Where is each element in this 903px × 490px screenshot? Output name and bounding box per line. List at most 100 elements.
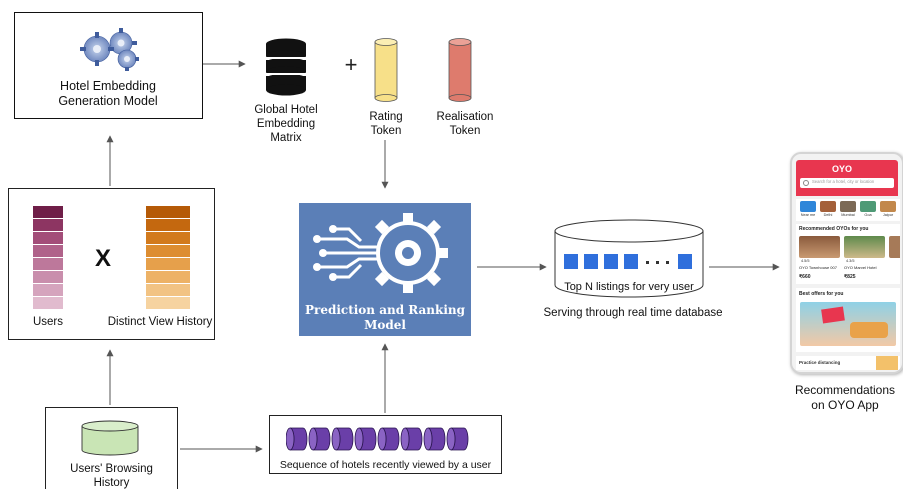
history-stack-row [146, 206, 190, 219]
hotel-photo-1 [799, 236, 840, 258]
viewed-hotels-row [285, 427, 486, 451]
ranking-model-label: Prediction and Ranking Model [304, 303, 466, 332]
users-stack-row [33, 219, 63, 232]
offer-badge [821, 306, 845, 324]
viewed-hotel-item [331, 427, 354, 451]
hotel-card-3-partial [889, 236, 900, 258]
city-label: Near me [800, 213, 816, 217]
realisation-token-label: Realisation Token [436, 111, 494, 137]
viewed-sequence-box: Sequence of hotels recently viewed by a … [269, 415, 502, 474]
plus-icon: + [344, 52, 358, 77]
city-label: Delhi [823, 213, 833, 217]
listing-square [678, 254, 692, 269]
viewed-hotel-item [446, 427, 469, 451]
database-label: Top N listings for very user [564, 281, 694, 293]
users-label: Users [32, 316, 64, 328]
viewed-hotel-icons [285, 427, 469, 451]
history-stack-row [146, 245, 190, 258]
users-stack-row [33, 284, 63, 297]
rating-token-label: Rating Token [369, 111, 403, 137]
city-thumbnail [880, 201, 896, 212]
realisation-token-icon [448, 38, 472, 102]
history-stack-row [146, 232, 190, 245]
listing-row [564, 254, 694, 270]
viewed-hotel-item [308, 427, 331, 451]
city-item[interactable]: Goa [859, 201, 877, 221]
app-search-input[interactable]: Search for a hotel, city or location [800, 178, 894, 188]
hotel-card-1[interactable]: 4.5/5 OYO Townhouse 007 ₹660 [799, 236, 840, 281]
city-thumbnail [840, 201, 856, 212]
viewed-sequence-label: Sequence of hotels recently viewed by a … [279, 459, 492, 471]
users-stack-row [33, 258, 63, 271]
listing-square [564, 254, 578, 269]
history-stack-row [146, 297, 190, 310]
users-stack-row [33, 232, 63, 245]
gear-circuit-icon [313, 213, 448, 293]
hotel-name-2: OYO Marvel Hotel [844, 265, 877, 270]
city-item[interactable]: Jaipur [879, 201, 897, 221]
viewed-hotel-item [354, 427, 377, 451]
oyo-logo: OYO [832, 164, 853, 174]
viewed-hotel-item [285, 427, 308, 451]
hotel-name-1: OYO Townhouse 007 [799, 265, 837, 270]
city-label: Goa [864, 213, 872, 217]
distinct-view-history-label: Distinct View History [107, 316, 213, 328]
history-stack-row [146, 219, 190, 232]
city-thumbnail [860, 201, 876, 212]
hotel-price-2: ₹825 [844, 274, 856, 280]
users-stack [33, 206, 63, 310]
browsing-database-icon [81, 420, 139, 456]
city-label: Jaipur [882, 213, 894, 217]
embedding-matrix-label: Global Hotel Embedding Matrix [254, 104, 318, 144]
database-caption: Serving through real time database [543, 307, 723, 319]
viewed-hotel-item [423, 427, 446, 451]
users-stack-row [33, 206, 63, 219]
city-item[interactable]: Delhi [819, 201, 837, 221]
recommended-title: Recommended OYOs for you [799, 226, 869, 232]
city-label: Mumbai [841, 213, 855, 217]
user-history-matrix-box: X Users Distinct View History [8, 188, 215, 340]
cross-symbol: X [95, 245, 112, 272]
browsing-history-label: Users' Browsing History [70, 463, 153, 489]
app-caption: Recommendations on OYO App [794, 383, 896, 412]
embedding-model-box: Hotel Embedding Generation Model [14, 12, 203, 119]
hotel-photo-2 [844, 236, 885, 258]
city-thumbnail [800, 201, 816, 212]
listing-square [584, 254, 598, 269]
browsing-history-box: Users' Browsing History [45, 407, 178, 489]
history-stack [146, 206, 190, 310]
history-stack-row [146, 271, 190, 284]
app-header: OYO Search for a hotel, city or location [796, 160, 898, 196]
gears-icon [80, 28, 139, 71]
offers-title: Best offers for you [799, 291, 844, 297]
history-stack-row [146, 284, 190, 297]
users-stack-row [33, 297, 63, 310]
search-icon [803, 180, 809, 186]
bottom-banner-image [876, 356, 898, 370]
offer-van [850, 322, 888, 338]
offer-banner[interactable] [800, 302, 896, 346]
viewed-hotel-item [400, 427, 423, 451]
city-item[interactable]: Mumbai [839, 201, 857, 221]
ranking-model-box: Prediction and Ranking Model [299, 203, 471, 336]
listing-square [604, 254, 618, 269]
recommended-section: Recommended OYOs for you 4.5/5 OYO Townh… [796, 224, 900, 284]
history-stack-row [146, 258, 190, 271]
users-stack-row [33, 245, 63, 258]
ellipsis-dot [666, 261, 669, 264]
oyo-app-phone: OYO Search for a hotel, city or location… [790, 152, 903, 374]
embedding-model-label: Hotel Embedding Generation Model [58, 79, 158, 108]
viewed-hotel-item [377, 427, 400, 451]
hotel-card-2[interactable]: 4.3/5 OYO Marvel Hotel ₹825 [844, 236, 885, 281]
users-stack-row [33, 271, 63, 284]
hotel-price-1: ₹660 [799, 274, 811, 280]
embedding-matrix-database-icon [266, 38, 306, 96]
bottom-banner: Practice distancing [796, 356, 900, 370]
city-row: Near me Delhi Mumbai Goa Jaipur [796, 199, 900, 221]
city-thumbnail [820, 201, 836, 212]
hotel-rating-2: 4.3/5 [846, 259, 855, 263]
city-item[interactable]: Near me [799, 201, 817, 221]
listing-square [624, 254, 638, 269]
rating-token-icon [374, 38, 398, 102]
